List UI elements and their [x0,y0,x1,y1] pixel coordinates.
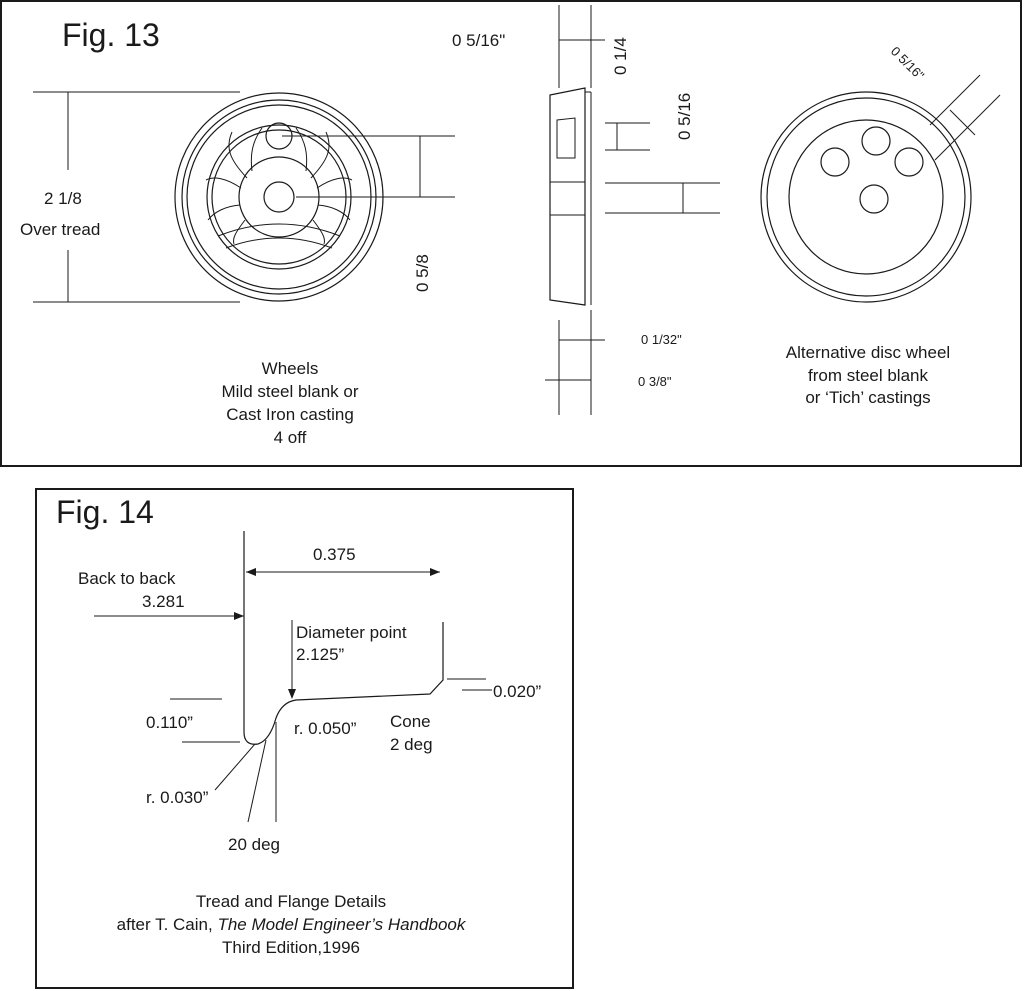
dim-020-lines [447,678,492,691]
cone-value: 2 deg [390,735,433,754]
fig13-title: Fig. 13 [62,17,160,53]
wheels-caption-line3: Cast Iron casting [226,405,354,424]
quarter-dim: 0 1/4 [611,37,630,75]
fig14-title: Fig. 14 [56,494,154,530]
hub-dimension-lines [605,122,720,214]
radius-050-label: r. 0.050” [294,719,357,738]
dim-375-arrow [246,568,440,576]
fig13-panel: Fig. 13 2 1/8 Over tread [0,0,1022,467]
fig14-caption-line2: after T. Cain, The Model Engineer’s Hand… [117,915,467,934]
flange-top-dim: 0 5/16" [452,31,505,50]
angle-20-label: 20 deg [228,835,280,854]
fig14-frame [35,488,574,989]
dim-020-label: 0.020” [493,682,542,701]
wheels-caption-line2: Mild steel blank or [221,382,358,401]
caption-book-title: The Model Engineer’s Handbook [217,915,466,934]
disc-caption-line1: Alternative disc wheel [786,343,950,362]
dim-110-label: 0.110” [146,713,193,732]
hub-spacing-label: 0 5/8 [413,254,432,292]
wheels-caption-line1: Wheels [262,359,319,378]
dim-3-8: 0 3/8" [638,374,672,389]
back-to-back-label: Back to back [78,569,176,588]
dim-110-lines [170,698,240,743]
fig13-frame [0,0,1022,467]
radius-030-label: r. 0.030” [146,788,209,807]
wheel-side-profile [545,5,605,415]
over-tread-value: 2 1/8 [44,189,82,208]
back-to-back-value: 3.281 [142,592,185,611]
fig14-caption-line1: Tread and Flange Details [196,892,386,911]
disc-wheel [760,74,1001,303]
diameter-point-label: Diameter point [296,623,407,642]
over-tread-dimension [33,91,240,303]
caption-author: after T. Cain, [117,915,218,934]
dim-375-label: 0.375 [313,545,356,564]
fig14-caption-line3: Third Edition,1996 [222,938,360,957]
fig14-panel: Fig. 14 0.375 Back to back 3.281 Diamete… [35,488,574,989]
diameter-point-arrow [288,620,296,699]
cone-label: Cone [390,712,431,731]
flange-profile [243,531,444,745]
leader-lines [214,722,277,823]
wheels-caption-line4: 4 off [274,428,307,447]
diameter-point-value: 2.125” [296,645,345,664]
back-to-back-arrow [94,612,244,620]
disc-caption-line2: from steel blank [808,366,928,385]
hub-spacing-dimension [282,135,455,198]
disc-hole-dim: 0 5/16" [888,44,928,84]
hub-5-16-dim: 0 5/16 [675,93,694,140]
dim-1-32: 0 1/32" [641,332,682,347]
over-tread-label: Over tread [20,220,100,239]
disc-caption-line3: or ‘Tich’ castings [805,388,930,407]
